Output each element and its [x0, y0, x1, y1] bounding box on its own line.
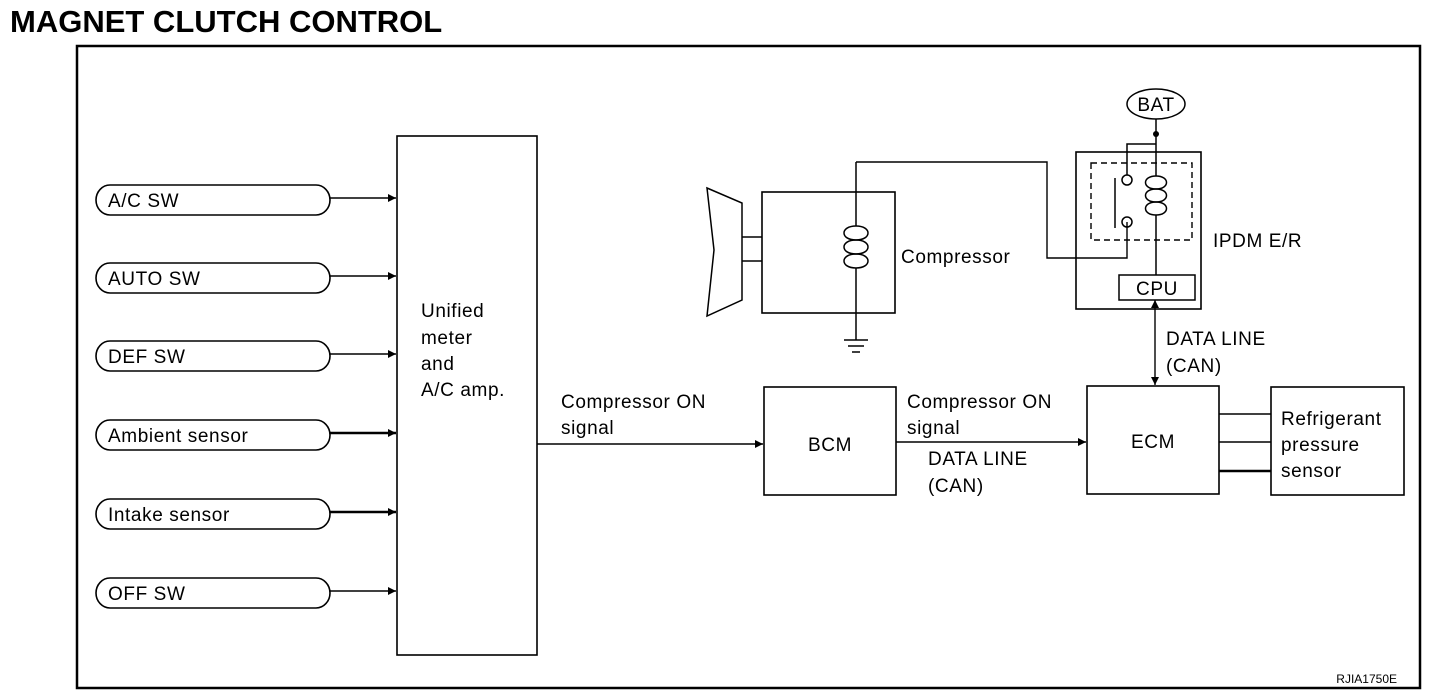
bcm-box [763, 386, 897, 496]
compressor-coil-icon [843, 162, 869, 340]
input-label: A/C SW [108, 191, 179, 212]
ecm-label: ECM [1131, 432, 1175, 453]
input-label: AUTO SW [108, 269, 201, 290]
input-sw-def: DEF SW [95, 340, 396, 372]
input-label: DEF SW [108, 347, 186, 368]
amp-label-2: meter [421, 328, 473, 349]
input-pill [95, 184, 331, 216]
sensor-label-1: Refrigerant [1281, 409, 1382, 430]
sensor-label-2: pressure [1281, 435, 1360, 456]
amp-label-4: A/C amp. [421, 380, 505, 401]
signal-label-2a: Compressor ON [907, 392, 1052, 413]
input-pill [95, 577, 331, 609]
dataline1-label-a: DATA LINE [928, 449, 1028, 470]
bcm-label: BCM [808, 435, 852, 456]
amp-label-3: and [421, 354, 455, 375]
compressor-relay-wire [856, 161, 1128, 259]
ground-icon [844, 339, 868, 353]
signal-label-2b: signal [907, 418, 960, 439]
amp-box [396, 135, 538, 656]
dataline1-label-b: (CAN) [928, 476, 984, 497]
sensor-wires [1219, 413, 1271, 473]
input-pill [95, 498, 331, 530]
input-pill [95, 262, 331, 294]
input-label: Intake sensor [108, 505, 230, 526]
figure-id: RJIA1750E [1336, 672, 1397, 686]
relay-dashed-box [1090, 162, 1193, 241]
signal-label-1b: signal [561, 418, 614, 439]
relay-icon [1114, 134, 1168, 275]
cpu-label: CPU [1136, 279, 1178, 300]
cpu-box [1118, 274, 1196, 301]
input-pill [95, 419, 331, 451]
input-intake-sensor: Intake sensor [95, 498, 396, 530]
amp-label-1: Unified [421, 301, 484, 322]
page-title: MAGNET CLUTCH CONTROL [10, 4, 443, 39]
input-sw-ac: A/C SW [95, 184, 396, 216]
input-label: OFF SW [108, 584, 185, 605]
input-sw-off: OFF SW [95, 577, 396, 609]
compressor-label: Compressor [901, 247, 1011, 268]
compressor-pulley [706, 186, 743, 318]
input-label: Ambient sensor [108, 426, 248, 447]
diagram-frame [75, 44, 1422, 690]
signal-label-1a: Compressor ON [561, 392, 706, 413]
bat-label: BAT [1137, 95, 1174, 116]
compressor-box [761, 191, 896, 314]
ipdm-label: IPDM E/R [1213, 231, 1302, 252]
refrigerant-sensor-box [1270, 386, 1405, 496]
input-pill [95, 340, 331, 372]
ipdm-box [1075, 151, 1202, 310]
sensor-label-3: sensor [1281, 461, 1342, 482]
dataline2-label-b: (CAN) [1166, 356, 1222, 377]
dataline2-label-a: DATA LINE [1166, 329, 1266, 350]
ecm-box [1086, 385, 1220, 495]
input-sw-auto: AUTO SW [95, 262, 396, 294]
input-ambient-sensor: Ambient sensor [95, 419, 396, 451]
